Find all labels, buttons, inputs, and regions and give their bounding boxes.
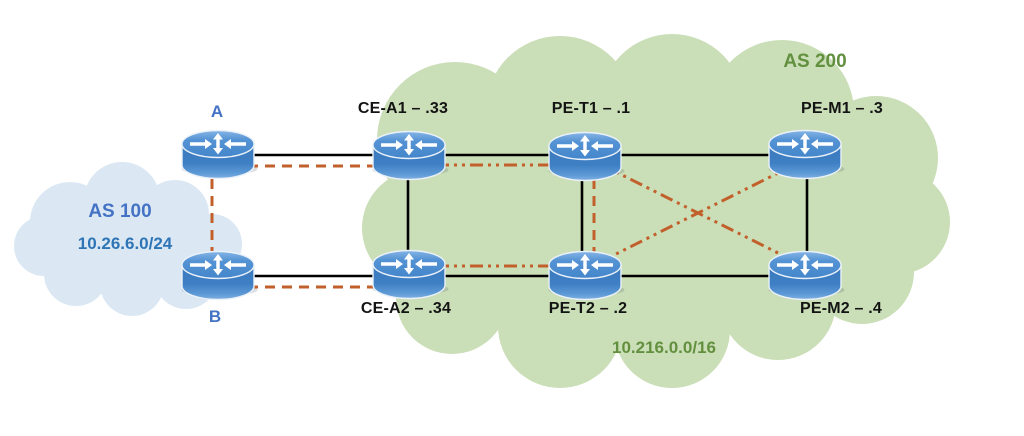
as100-subnet: 10.26.6.0/24 — [77, 234, 173, 253]
router-icon-a — [180, 129, 259, 180]
router-icon-pe-t1 — [547, 131, 626, 182]
router-label-ce-a1: CE-A1 – .33 — [357, 100, 449, 117]
router-label-ce-a2: CE-A2 – .34 — [360, 300, 452, 317]
router-icon-b — [180, 250, 259, 301]
link-pet2-pem1-ddd — [599, 162, 797, 264]
router-icon-pe-m2 — [767, 250, 846, 301]
router-label-b: B — [208, 307, 222, 326]
as100-cloud — [14, 162, 242, 316]
router-label-pe-m1: PE-M1 – .3 — [800, 100, 884, 117]
router-icon-ce-a1 — [371, 130, 450, 181]
router-label-pe-t2: PE-T2 – .2 — [548, 300, 628, 317]
router-label-pe-m2: PE-M2 – .4 — [799, 300, 883, 317]
router-label-a: A — [210, 102, 224, 121]
as200-subnet: 10.216.0.0/16 — [612, 338, 716, 357]
router-icon-pe-m1 — [767, 129, 846, 180]
as200-name: AS 200 — [783, 51, 847, 72]
router-icon-ce-a2 — [371, 249, 450, 300]
router-icon-pe-t2 — [547, 250, 626, 301]
as200-cloud — [362, 34, 950, 388]
as100-name: AS 100 — [88, 201, 152, 222]
router-label-pe-t1: PE-T1 – .1 — [551, 100, 631, 117]
